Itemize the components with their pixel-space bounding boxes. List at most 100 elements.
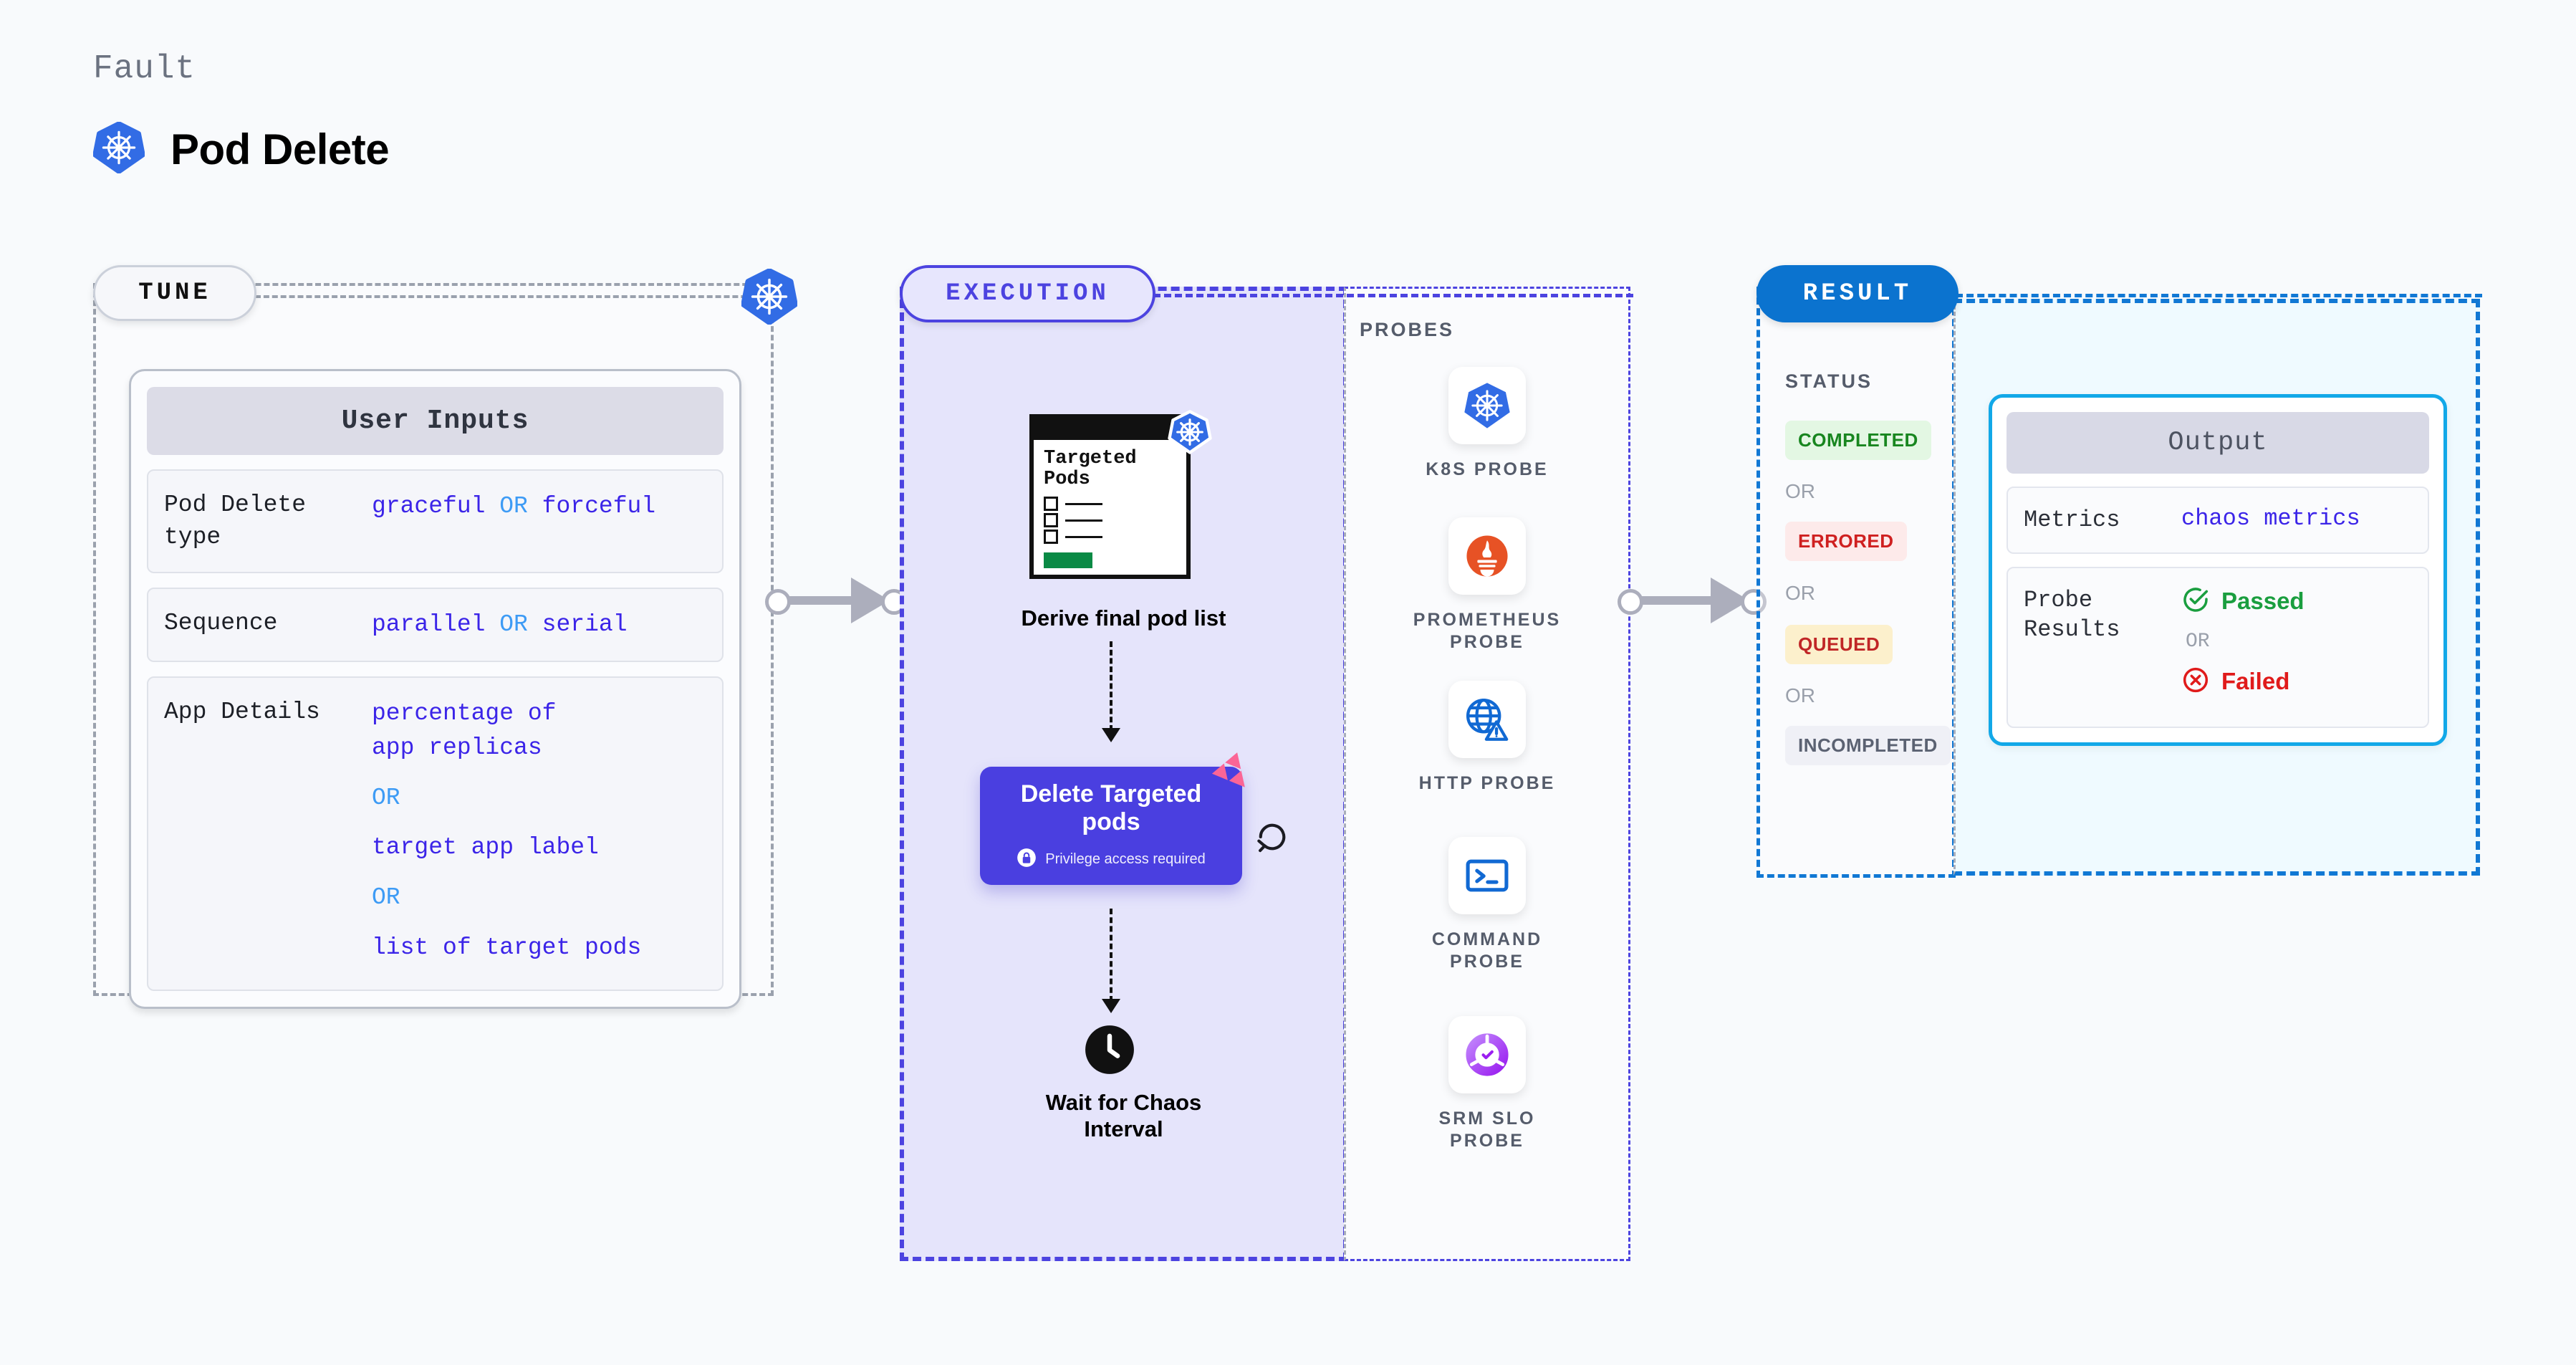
passed-label: Passed xyxy=(2221,588,2305,615)
table-row[interactable]: Pod Delete type graceful OR forceful xyxy=(147,469,724,574)
probe-item-prometheus[interactable]: PROMETHEUS PROBE xyxy=(1408,517,1566,654)
tune-to-execution-arrow xyxy=(765,578,908,623)
probes-title: PROBES xyxy=(1360,319,1455,340)
probe-results-label-line2: Results xyxy=(2024,616,2120,643)
input-value: percentage of app replicas OR target app… xyxy=(372,696,641,965)
input-label: Pod Delete type xyxy=(164,492,307,550)
or-separator: OR xyxy=(2186,630,2210,653)
wait-label-line1: Wait for Chaos xyxy=(1045,1090,1202,1115)
input-value: parallel OR serial xyxy=(372,608,628,642)
tune-section-pill[interactable]: TUNE xyxy=(93,265,256,321)
execution-connector-line xyxy=(1153,294,1633,297)
probes-panel xyxy=(1344,287,1630,1261)
output-card: Output Metrics chaos metrics Probe Resul… xyxy=(1989,394,2447,746)
probe-result-failed: Failed xyxy=(2181,666,2305,698)
execution-to-result-arrow xyxy=(1618,578,1768,623)
probe-item-k8s[interactable]: K8S PROBE xyxy=(1408,367,1566,481)
flow-connector xyxy=(1110,641,1112,731)
probe-result-passed: Passed xyxy=(2181,585,2305,618)
derive-pod-list-label: Derive final pod list xyxy=(1021,605,1226,631)
probe-label-line2: PROBE xyxy=(1450,632,1524,653)
or-separator: OR xyxy=(1785,582,1815,604)
value-option: parallel xyxy=(372,611,486,638)
delete-card-title-line2: pods xyxy=(1082,808,1140,835)
clock-icon xyxy=(1083,1023,1136,1076)
probe-label: HTTP PROBE xyxy=(1418,773,1556,793)
flow-arrowhead xyxy=(1102,728,1120,742)
probe-results-label-line1: Probe xyxy=(2024,586,2093,613)
wait-label-line2: Interval xyxy=(1084,1116,1163,1142)
input-label: App Details xyxy=(164,698,320,725)
kubernetes-icon xyxy=(1448,367,1526,444)
page-header: Pod Delete xyxy=(92,121,390,177)
prometheus-icon xyxy=(1448,517,1526,595)
probe-label: K8S PROBE xyxy=(1426,459,1549,479)
result-connector-line xyxy=(1956,294,2482,297)
checkbox-icon xyxy=(1044,513,1058,528)
result-panel xyxy=(1756,287,1956,878)
page-title: Pod Delete xyxy=(170,125,390,173)
value-option: list of target pods xyxy=(372,934,642,962)
value-option: percentage of app replicas xyxy=(372,699,557,761)
input-value: graceful OR forceful xyxy=(372,489,655,524)
kubernetes-icon xyxy=(741,268,798,325)
privilege-access-label: Privilege access required xyxy=(1045,851,1206,868)
check-circle-icon xyxy=(2181,585,2210,618)
targeted-pods-document-icon: Targeted Pods xyxy=(1029,414,1191,579)
failed-label: Failed xyxy=(2221,668,2290,695)
wait-for-chaos-interval-label: Wait for Chaos Interval xyxy=(900,1089,1347,1142)
delete-card-title-line1: Delete Targeted xyxy=(1020,780,1202,808)
targeted-pods-title-line1: Targeted xyxy=(1044,448,1137,469)
refresh-icon[interactable] xyxy=(1254,818,1291,856)
or-separator: OR xyxy=(1785,480,1815,502)
status-badge: INCOMPLETED xyxy=(1785,726,1951,765)
metrics-label: Metrics xyxy=(2024,507,2120,533)
result-section-pill[interactable]: RESULT xyxy=(1756,265,1959,322)
status-title: STATUS xyxy=(1785,370,1873,392)
green-bar xyxy=(1044,552,1092,569)
value-option: serial xyxy=(542,611,628,638)
status-badge: COMPLETED xyxy=(1785,421,1931,460)
value-option: graceful xyxy=(372,493,486,519)
user-inputs-title: User Inputs xyxy=(147,387,724,455)
checkbox-icon xyxy=(1044,497,1058,512)
tune-connector-line xyxy=(255,295,772,298)
lock-icon xyxy=(1017,848,1037,871)
probe-label: PROMETHEUS xyxy=(1413,610,1562,630)
or-separator: OR xyxy=(372,884,400,911)
execution-section-pill[interactable]: EXECUTION xyxy=(900,265,1155,322)
probe-item-srm-slo[interactable]: SRM SLO PROBE xyxy=(1408,1016,1566,1153)
metrics-row[interactable]: Metrics chaos metrics xyxy=(2007,487,2429,554)
status-badge: QUEUED xyxy=(1785,625,1893,664)
litmus-ribbon-icon xyxy=(1211,752,1256,797)
or-separator: OR xyxy=(372,784,400,811)
probe-label-line2: PROBE xyxy=(1450,1131,1524,1151)
targeted-pods-title-line2: Pods xyxy=(1044,469,1090,491)
table-row[interactable]: App Details percentage of app replicas O… xyxy=(147,676,724,991)
value-option: target app label xyxy=(372,834,599,861)
probe-results-row[interactable]: Probe Results Passed OR xyxy=(2007,566,2429,728)
flow-connector xyxy=(1110,909,1112,1002)
checkbox-icon xyxy=(1044,530,1058,545)
probe-label-line2: PROBE xyxy=(1450,952,1524,972)
probe-item-http[interactable]: HTTP PROBE xyxy=(1408,681,1566,795)
value-option: forceful xyxy=(542,493,656,519)
or-separator: OR xyxy=(1785,684,1815,707)
x-circle-icon xyxy=(2181,666,2210,698)
terminal-icon xyxy=(1448,837,1526,914)
probe-results-label: Probe Results xyxy=(2024,585,2181,645)
or-separator: OR xyxy=(499,493,528,519)
srm-slo-icon xyxy=(1448,1016,1526,1093)
output-title: Output xyxy=(2007,412,2429,474)
input-label: Sequence xyxy=(164,610,278,637)
page-eyebrow: Fault xyxy=(93,50,196,87)
delete-targeted-pods-card[interactable]: Delete Targeted pods Privilege access re… xyxy=(980,767,1242,885)
probe-label: SRM SLO xyxy=(1438,1108,1536,1129)
or-separator: OR xyxy=(499,611,528,638)
probe-item-command[interactable]: COMMAND PROBE xyxy=(1408,837,1566,974)
table-row[interactable]: Sequence parallel OR serial xyxy=(147,588,724,662)
flow-arrowhead xyxy=(1102,999,1120,1013)
metrics-value: chaos metrics xyxy=(2181,505,2360,532)
kubernetes-icon xyxy=(92,121,145,177)
user-inputs-card: User Inputs Pod Delete type graceful OR … xyxy=(129,369,741,1009)
